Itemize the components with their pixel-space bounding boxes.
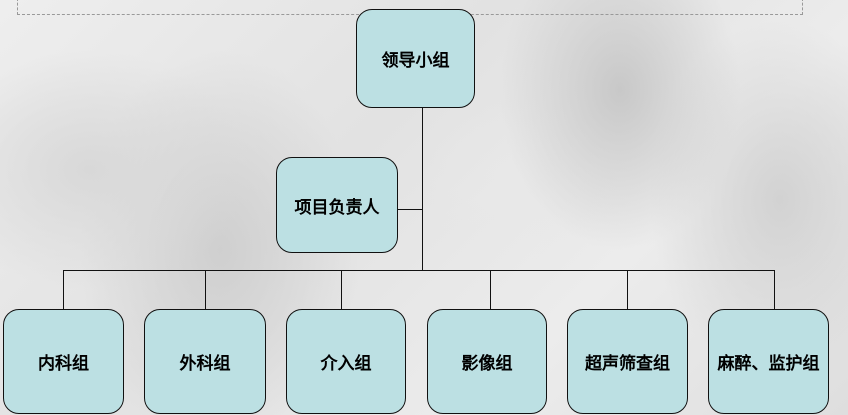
node-label: 介入组 bbox=[320, 354, 372, 374]
node-label: 领导小组 bbox=[381, 51, 450, 71]
node-label: 影像组 bbox=[461, 354, 513, 374]
node-internal-medicine: 内科组 bbox=[3, 309, 124, 414]
node-label: 外科组 bbox=[179, 354, 231, 374]
node-anesthesia-monitoring: 麻醉、监护组 bbox=[708, 309, 829, 414]
node-leadership-group: 领导小组 bbox=[356, 9, 475, 108]
node-surgery: 外科组 bbox=[144, 309, 266, 414]
connector-drop bbox=[627, 270, 628, 309]
connector-drop bbox=[490, 270, 491, 309]
node-label: 超声筛查组 bbox=[585, 354, 670, 374]
connector-drop bbox=[341, 270, 342, 309]
node-imaging: 影像组 bbox=[427, 309, 547, 414]
node-ultrasound-screening: 超声筛查组 bbox=[567, 309, 688, 414]
connector-horizontal bbox=[63, 270, 775, 271]
connector-main-vertical bbox=[422, 107, 423, 271]
connector-drop bbox=[205, 270, 206, 309]
connector-lead bbox=[397, 209, 422, 210]
node-label: 内科组 bbox=[38, 354, 89, 374]
connector-drop bbox=[63, 270, 64, 309]
connector-drop bbox=[774, 270, 775, 309]
node-label: 项目负责人 bbox=[294, 197, 380, 218]
node-interventional: 介入组 bbox=[286, 309, 406, 414]
node-label: 麻醉、监护组 bbox=[717, 354, 820, 374]
node-project-lead: 项目负责人 bbox=[276, 157, 398, 253]
